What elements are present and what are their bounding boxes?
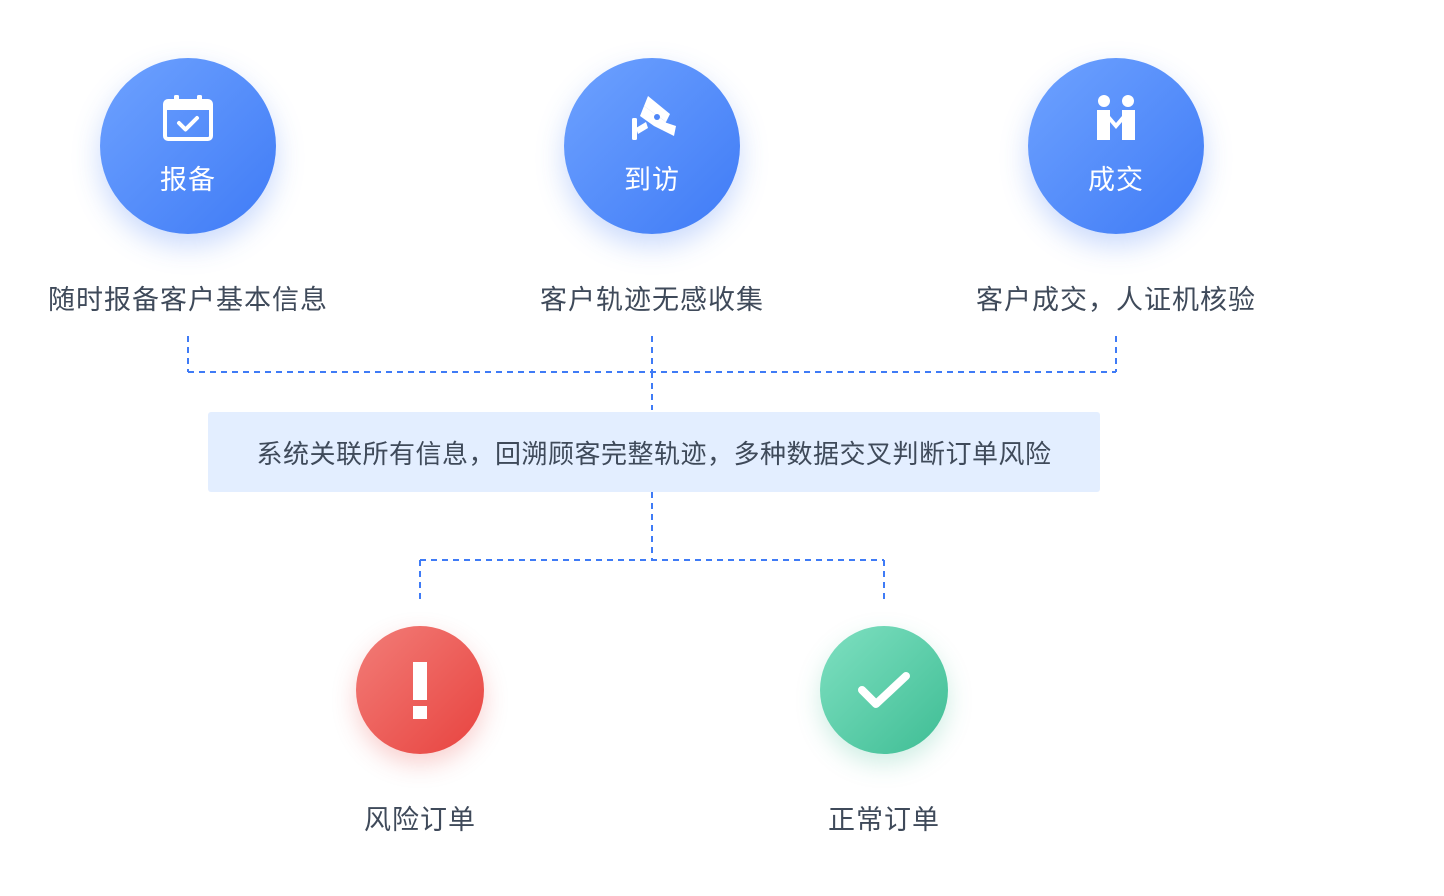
checkmark-icon xyxy=(858,672,910,708)
risk-order-circle xyxy=(356,626,484,754)
step-report-circle: 报备 xyxy=(100,58,276,234)
surveillance-camera-icon xyxy=(632,96,676,140)
step-report-desc: 随时报备客户基本信息 xyxy=(48,285,328,316)
step-deal-desc: 客户成交，人证机核验 xyxy=(976,285,1256,316)
summary-text: 系统关联所有信息，回溯顾客完整轨迹，多种数据交叉判断订单风险 xyxy=(256,440,1052,470)
normal-order-label: 正常订单 xyxy=(828,805,940,836)
step-visit-circle: 到访 xyxy=(564,58,740,234)
summary-box: 系统关联所有信息，回溯顾客完整轨迹，多种数据交叉判断订单风险 xyxy=(208,412,1100,492)
step-deal-label: 成交 xyxy=(1088,165,1144,196)
calendar-check-icon xyxy=(163,95,213,141)
normal-order-circle xyxy=(820,626,948,754)
step-report-label: 报备 xyxy=(160,165,216,196)
handshake-people-icon xyxy=(1097,95,1135,140)
step-visit-label: 到访 xyxy=(624,165,680,196)
risk-order-label: 风险订单 xyxy=(364,805,476,836)
step-visit-desc: 客户轨迹无感收集 xyxy=(540,285,764,316)
exclamation-icon xyxy=(413,662,427,719)
step-deal-circle: 成交 xyxy=(1028,58,1204,234)
